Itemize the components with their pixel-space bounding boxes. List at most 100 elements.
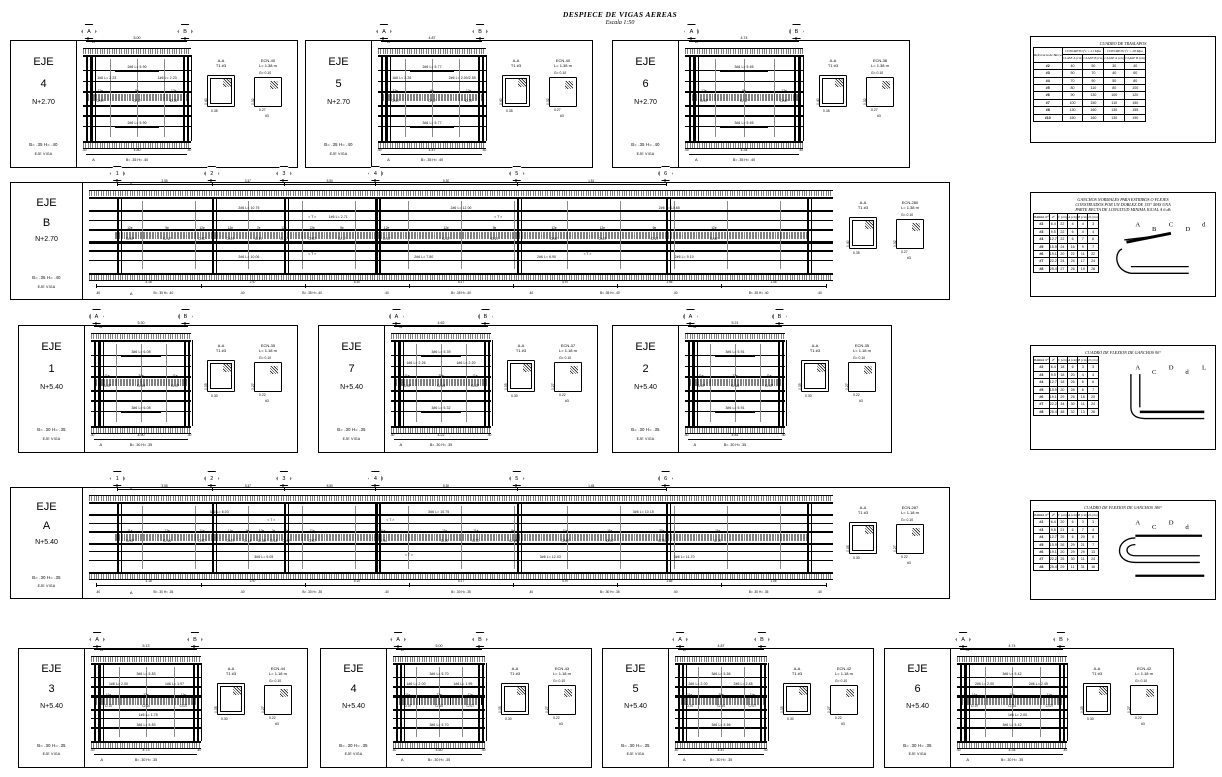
top-span-dimension: 5.50 xyxy=(326,484,333,488)
stirrup-spacing: C/.07 xyxy=(198,236,206,241)
dimension-tick xyxy=(825,284,827,288)
end-dimension: .40 xyxy=(240,291,245,295)
end-dimension: .40 xyxy=(481,748,486,752)
table-cell: 11 xyxy=(1077,250,1089,259)
stirrup-spacing: C/.17 xyxy=(740,99,748,104)
beam-level: N+5.40 xyxy=(342,703,365,711)
table-header-cell: C (cm) xyxy=(1056,355,1069,365)
section-a-a-stirrup xyxy=(510,363,532,389)
grid-bubble-hex: B xyxy=(789,24,804,39)
stirrup-width-dim: 0.22 xyxy=(835,716,842,720)
stirrup-count: 11e xyxy=(442,528,448,533)
bottom-span-dimension: 5.17 xyxy=(457,280,465,284)
stirrup-bar-tag: #3 xyxy=(907,256,911,260)
section-a-a-box xyxy=(207,360,235,392)
section-a-a-stirrup xyxy=(210,363,232,389)
dimension-tick xyxy=(283,182,285,186)
stirrup-zone xyxy=(86,94,188,102)
table-cell: 30 xyxy=(1067,400,1079,409)
section-cut-marker-top: A xyxy=(387,39,390,44)
top-span-dimension: 5.30 xyxy=(443,179,450,183)
stirrup-count: 11e xyxy=(607,528,613,533)
stirrup-hook-icon xyxy=(565,81,573,89)
top-rebar xyxy=(420,676,458,679)
stirrup-hook-icon xyxy=(912,528,920,536)
end-dimension: .40 xyxy=(384,291,389,295)
stirrup-count: 12e xyxy=(199,226,205,231)
stirrup-spacing: C/.07 xyxy=(440,539,449,544)
section-width-dim: 0.35 xyxy=(853,251,860,255)
grid-bubble-hex: 5 xyxy=(509,166,525,181)
table-cell: 4 xyxy=(1087,370,1099,380)
stirrup-width-dim: 0.22 xyxy=(259,393,266,397)
stirrup-length: L= 1.18 m xyxy=(559,347,577,353)
top-rebar-label: 2#6 L= 5.77 xyxy=(422,65,442,70)
support-line xyxy=(491,340,493,426)
bottom-rebar-label: 2#6 L= 10.06 xyxy=(238,255,260,260)
sheet-title: DESPIECE DE VIGAS AEREAS xyxy=(562,10,678,19)
stirrup-count: 9e xyxy=(430,88,434,93)
stirrup-count: 20e xyxy=(1009,693,1015,698)
stirrup-height-dim: 0.32 xyxy=(251,98,255,105)
section-stirrup-tag: T1 #3 xyxy=(215,347,227,353)
beam-eje-word: EJE xyxy=(36,501,57,514)
top-rebar-label: 3#6 L= 5.42 xyxy=(1002,672,1022,677)
grid-bubble-hex: A xyxy=(672,632,688,647)
table-cell: 150 xyxy=(1082,98,1105,108)
top-rebar xyxy=(341,514,536,516)
stirrup-spacing: C/.17 xyxy=(490,236,499,241)
beam-support-label: B= .35 H= .40 xyxy=(302,291,323,295)
table-cell: 130 xyxy=(1061,106,1084,115)
stirrup-hook-icon xyxy=(1146,689,1154,697)
bottom-dimension-line xyxy=(513,286,618,287)
bottom-span-dimension: 1.95 xyxy=(666,280,673,284)
support-rebar xyxy=(1021,686,1055,688)
grid-bubble: A xyxy=(376,24,392,51)
stirrup-width-dim: 0.27 xyxy=(901,250,908,254)
beam-support-label: B= .35 H= .40 xyxy=(420,158,444,162)
table-cell: 130 xyxy=(1103,113,1126,123)
stirrup-spacing: C/.07 xyxy=(780,99,788,104)
stirrup-length: L= 1.18 m xyxy=(259,347,277,353)
grid-bubble-label: B xyxy=(483,313,488,320)
table-cell: 6.4 xyxy=(1048,518,1058,527)
support-line xyxy=(187,55,190,141)
section-cut-marker-top: A xyxy=(100,647,104,652)
grid-bubble-label: A xyxy=(689,28,694,35)
table-cell: 15.9 xyxy=(1048,385,1058,395)
stirrup-width-dim: 0.27 xyxy=(554,108,561,112)
top-dimension-line xyxy=(516,184,666,185)
top-tick-ruler xyxy=(675,656,767,662)
support-rebar xyxy=(451,365,481,368)
section-a-a-box xyxy=(507,360,535,392)
stirrup-gap-dim: G= 0.10 xyxy=(835,679,848,683)
svg-text:A: A xyxy=(1135,222,1140,229)
table-cell: 22.2 xyxy=(1048,257,1058,266)
stirrup-spacing: C/.07 xyxy=(226,539,235,544)
grid-bubble-hex: 6 xyxy=(658,166,674,181)
bottom-dimension-line xyxy=(960,754,1064,755)
beam-outline-rule xyxy=(89,502,833,505)
beam-eje-number: B xyxy=(42,216,51,229)
support-rebar-label: 2#6 L= 2.00 xyxy=(974,681,995,686)
top-rebar xyxy=(572,210,767,212)
top-rebar-label: 3#6 L= 10.75 xyxy=(428,509,450,514)
splice-mark: < T > xyxy=(583,252,592,257)
stirrup-count: 11e xyxy=(106,693,112,698)
section-cut-marker-bottom: A xyxy=(129,291,133,296)
table-cell: 24 xyxy=(1056,242,1069,252)
splice-mark: < T > xyxy=(386,518,395,523)
beam-section-text: B= .30 H= .35 xyxy=(37,743,66,749)
section-width-dim: 0.35 xyxy=(823,109,830,113)
